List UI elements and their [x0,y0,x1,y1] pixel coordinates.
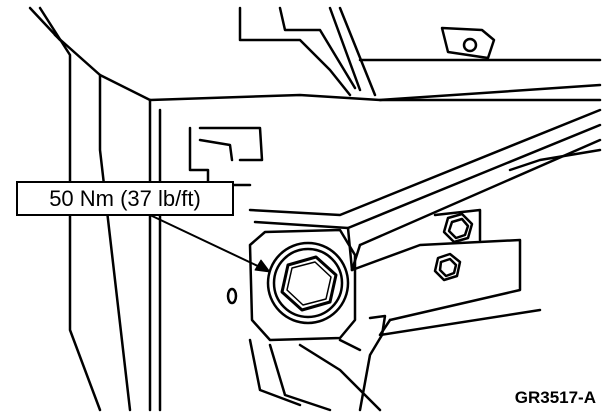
torque-callout: 50 Nm (37 lb/ft) [16,181,234,216]
lower-bracket [248,314,387,412]
torque-label: 50 Nm (37 lb/ft) [49,185,201,211]
top-tab [440,26,496,60]
hex-bolt-icon [266,241,350,325]
upper-bracket [148,6,602,102]
main-bolt-bracket [248,228,357,342]
upper-small-bolt [442,212,474,244]
mounting-plate [350,208,542,337]
leader-arrow [149,214,271,273]
figure-id: GR3517-A [514,388,596,407]
lower-small-bolt [433,252,462,282]
panel-hole [226,287,238,305]
